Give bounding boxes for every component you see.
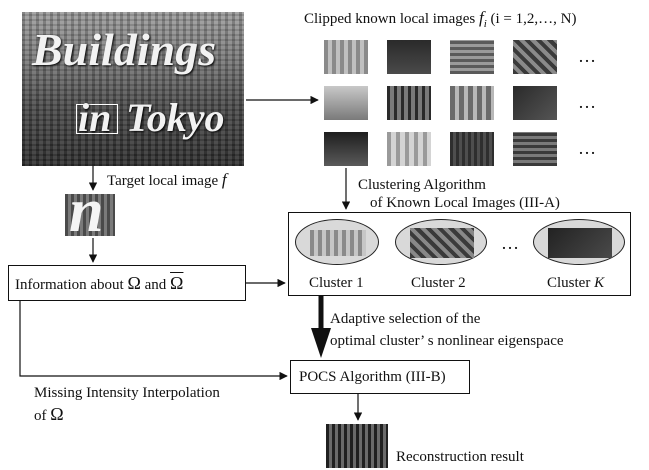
reconstruction-result-label: Reconstruction result bbox=[396, 449, 524, 465]
photo-title-line2a: in bbox=[78, 95, 112, 140]
omega-bar-symbol: Ω bbox=[170, 273, 184, 293]
reconstruction-image bbox=[326, 424, 388, 468]
thumbnail-image bbox=[513, 86, 557, 120]
adaptive-selection-line1: Adaptive selection of the bbox=[330, 311, 481, 327]
omega-symbol: Ω bbox=[50, 404, 64, 424]
pocs-box: POCS Algorithm (III-B) bbox=[290, 360, 470, 394]
adaptive-selection-line2: optimal cluster’ s nonlinear eigenspace bbox=[330, 333, 564, 349]
ellipsis-row1: … bbox=[578, 46, 596, 66]
clipped-images-label: Clipped known local images fi (i = 1,2,…… bbox=[304, 8, 577, 30]
target-crop-image: n bbox=[65, 194, 115, 236]
target-crop-glyph: n bbox=[69, 194, 104, 236]
cluster-container: … Cluster 1 Cluster 2 Cluster K bbox=[288, 212, 631, 296]
thumbnail-image bbox=[513, 40, 557, 74]
thumbnail-image bbox=[387, 40, 431, 74]
information-box: Information about Ω and Ω bbox=[8, 265, 246, 301]
cluster-2-images bbox=[410, 228, 474, 258]
tokyo-photo: Buildings in Tokyo bbox=[22, 12, 244, 166]
photo-title-line1: Buildings bbox=[32, 24, 217, 75]
clustering-algorithm-line1: Clustering Algorithm bbox=[358, 177, 486, 193]
cluster-k-ellipse bbox=[533, 219, 625, 265]
thumbnail-image bbox=[450, 132, 494, 166]
cluster-1-label: Cluster 1 bbox=[309, 275, 364, 291]
photo-crop-box bbox=[76, 104, 118, 134]
arrow-clusters-to-pocs-head bbox=[311, 328, 331, 358]
thumbnail-image bbox=[324, 132, 368, 166]
ellipsis-row3: … bbox=[578, 138, 596, 158]
omega-symbol: Ω bbox=[127, 273, 141, 293]
cluster-1-ellipse bbox=[295, 219, 379, 265]
thumbnail-image bbox=[387, 132, 431, 166]
clustering-algorithm-line2: of Known Local Images (III-A) bbox=[370, 195, 560, 211]
thumbnail-image bbox=[513, 132, 557, 166]
thumbnail-image bbox=[324, 40, 368, 74]
thumbnail-image bbox=[450, 86, 494, 120]
missing-interpolation-line1: Missing Intensity Interpolation bbox=[34, 385, 220, 401]
pocs-box-label: POCS Algorithm (III-B) bbox=[299, 369, 446, 385]
ellipsis-row2: … bbox=[578, 92, 596, 112]
cluster-2-label: Cluster 2 bbox=[411, 275, 466, 291]
missing-interpolation-line2: of Ω bbox=[34, 404, 64, 424]
cluster-k-label: Cluster K bbox=[547, 275, 605, 291]
target-local-image-label: Target local image f bbox=[107, 170, 227, 189]
cluster-2-ellipse bbox=[395, 219, 487, 265]
photo-title-line2b: Tokyo bbox=[126, 95, 225, 140]
cluster-1-images bbox=[310, 230, 366, 256]
arrow-info-to-pocs bbox=[19, 301, 288, 381]
thumbnail-image bbox=[387, 86, 431, 120]
information-box-label: Information about Ω and Ω bbox=[15, 273, 184, 293]
thumbnail-image bbox=[324, 86, 368, 120]
thumbnail-image bbox=[450, 40, 494, 74]
cluster-ellipsis: … bbox=[501, 233, 519, 253]
cluster-k-images bbox=[548, 228, 612, 258]
